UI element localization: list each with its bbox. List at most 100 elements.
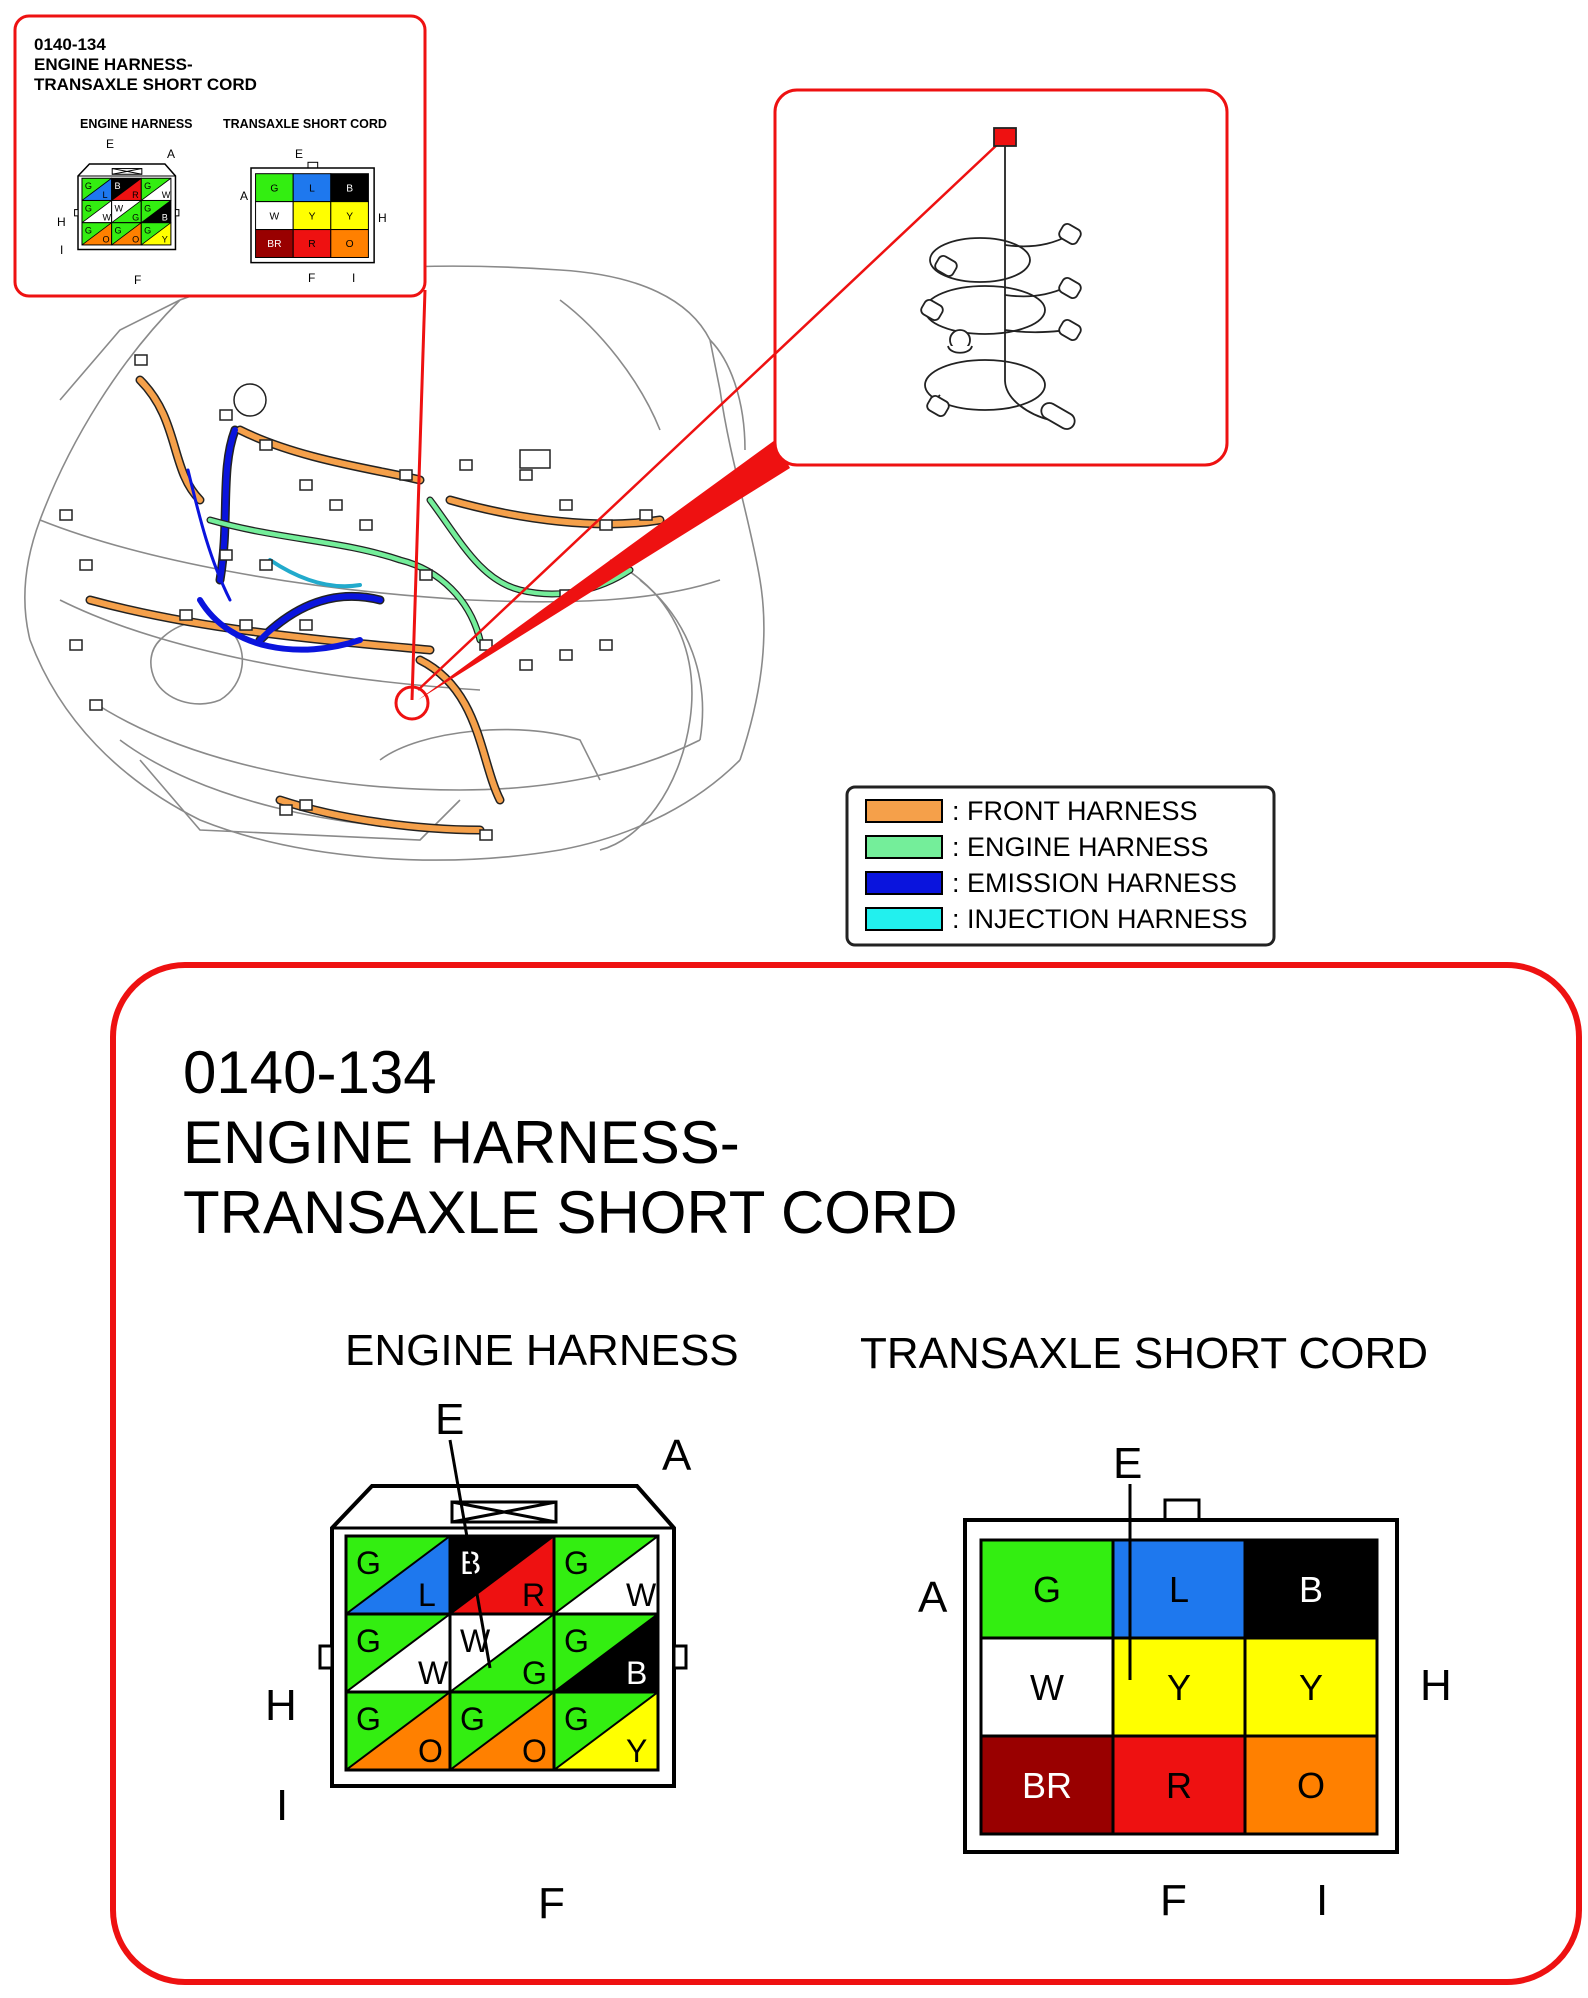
transaxle-terminal-label: L [309, 183, 315, 194]
legend-label: : EMISSION HARNESS [952, 868, 1237, 898]
legend-swatch [865, 871, 943, 895]
harness-wires [85, 375, 665, 835]
engine-terminal-bottom-label: L [103, 190, 108, 200]
transaxle-terminal-label: W [1030, 1667, 1064, 1708]
inset-transaxle-label: TRANSAXLE SHORT CORD [223, 117, 387, 131]
pin-label-i: I [276, 1781, 288, 1830]
transaxle-terminal-label: R [308, 239, 315, 250]
engine-terminal-bottom-label: O [522, 1733, 547, 1769]
transaxle-terminal-label: G [270, 183, 278, 194]
engine-terminal-bottom-label: G [132, 212, 139, 222]
inset-pin-label-a: A [240, 189, 248, 203]
pin-label-h: H [265, 1681, 297, 1730]
engine-terminal-top-label: G [144, 203, 151, 213]
transaxle-terminal-label: O [1297, 1765, 1325, 1806]
engine-terminal-bottom-label: W [103, 212, 112, 222]
connector-location-marker [394, 685, 430, 721]
engine-terminal-bottom-label: O [418, 1733, 443, 1769]
legend-label: : FRONT HARNESS [952, 796, 1198, 826]
transaxle-short-cord-connector: G L B W Y Y BR R O E A H F I [918, 1439, 1452, 1925]
transaxle-connector-latch [307, 161, 319, 169]
engine-terminal-top-label: B [114, 181, 120, 191]
transaxle-terminal-label: R [1166, 1765, 1192, 1806]
legend-label: : INJECTION HARNESS [952, 904, 1248, 934]
pin-label-e: E [1113, 1439, 1142, 1488]
transaxle-terminal-label: O [346, 239, 354, 250]
engine-terminal-top-label: G [114, 226, 121, 236]
harness-connectors [59, 354, 653, 841]
inset-code: 0140-134 [34, 35, 106, 54]
engine-terminal-bottom-label: B [626, 1655, 647, 1691]
component-detail-drawing [920, 127, 1082, 430]
transaxle-terminal [255, 229, 294, 258]
engine-terminal-top-label: G [85, 203, 92, 213]
transaxle-terminal-label: L [1169, 1569, 1189, 1610]
engine-terminal-top-label: G [460, 1701, 485, 1737]
inset-pin-label-e: E [106, 137, 114, 151]
transaxle-terminal-label: G [1033, 1569, 1061, 1610]
inset-pin-label-a: A [167, 147, 175, 161]
detail-leader-line [417, 141, 1001, 691]
engine-terminal-bottom-label: W [626, 1577, 657, 1613]
engine-harness-heading: ENGINE HARNESS [345, 1326, 739, 1375]
engine-terminal-top-label: G [85, 226, 92, 236]
pin-label-f: F [538, 1879, 565, 1928]
transaxle-terminal [255, 173, 294, 203]
legend-swatch [865, 799, 943, 823]
transaxle-terminal-label: Y [1299, 1667, 1323, 1708]
transaxle-terminal-label: Y [1167, 1667, 1191, 1708]
transaxle-terminal-label: W [270, 211, 280, 222]
engine-terminal-top-label: G [356, 1701, 381, 1737]
pin-label-i: I [1316, 1876, 1328, 1925]
pin-label-e: E [435, 1395, 464, 1444]
inset-pin-label-f: F [134, 273, 141, 287]
engine-terminal-bottom-label: W [162, 190, 171, 200]
transaxle-terminal-label: BR [267, 239, 281, 250]
pin-label-a: A [662, 1431, 692, 1480]
pin-label-a: A [918, 1573, 948, 1622]
engine-terminal-bottom-label: Y [626, 1733, 647, 1769]
engine-terminal-bottom-label: Y [162, 235, 168, 245]
harness-legend: : FRONT HARNESS: ENGINE HARNESS: EMISSIO… [865, 796, 1248, 934]
engine-terminal-top-label: G [564, 1701, 589, 1737]
inset-title-line1: ENGINE HARNESS- [34, 55, 193, 74]
pin-label-h: H [1420, 1661, 1452, 1710]
engine-terminal-bottom-label: R [132, 190, 139, 200]
inset-pin-label-i: I [352, 271, 355, 285]
engine-terminal-bottom-label: G [522, 1655, 547, 1691]
engine-terminal-top-label: G [85, 181, 92, 191]
engine-terminal-top-label: G [144, 181, 151, 191]
engine-terminal-top-label: G [356, 1623, 381, 1659]
inset-pin-label-i: I [60, 243, 63, 257]
inset-pin-label-f: F [308, 271, 315, 285]
legend-swatch [865, 835, 943, 859]
inset-pin-label-h: H [57, 215, 66, 229]
transaxle-terminal [1243, 1734, 1379, 1836]
transaxle-terminal [979, 1734, 1115, 1836]
inset-engine-label: ENGINE HARNESS [80, 117, 193, 131]
vehicle-outline [24, 265, 765, 861]
pin-label-f: F [1160, 1876, 1187, 1925]
transaxle-terminal-label: B [1299, 1569, 1323, 1610]
engine-terminal-bottom-label: O [103, 235, 110, 245]
engine-terminal-bottom-label: O [132, 235, 139, 245]
engine-terminal-top-label: G [564, 1545, 589, 1581]
engine-terminal-top-label: G [356, 1545, 381, 1581]
engine-terminal-bottom-label: R [522, 1577, 545, 1613]
transaxle-terminal [330, 229, 369, 258]
inset-pin-label-e: E [295, 147, 303, 161]
legend-frame [845, 785, 1276, 947]
legend-swatch [865, 907, 943, 931]
engine-terminal-top-label: W [114, 203, 123, 213]
transaxle-terminal [1243, 1636, 1379, 1738]
transaxle-terminal-label: BR [1022, 1765, 1072, 1806]
detail-leader-wedge [418, 440, 790, 700]
transaxle-terminal-label: Y [346, 211, 353, 222]
transaxle-terminal [330, 173, 369, 203]
component-detail-frame [773, 88, 1229, 467]
transaxle-terminal [979, 1538, 1115, 1640]
transaxle-terminal [1111, 1734, 1247, 1836]
